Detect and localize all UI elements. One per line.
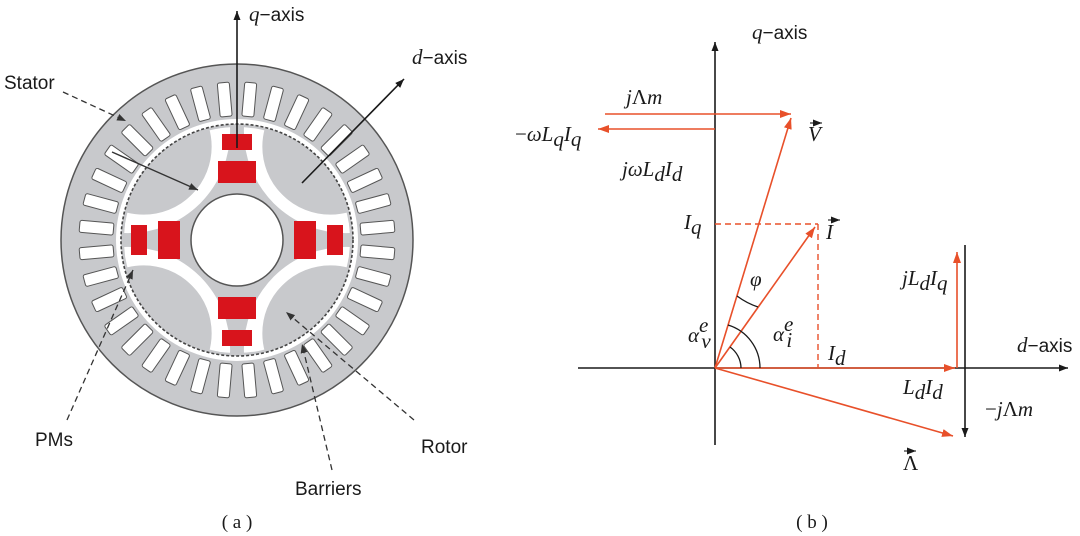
flux-barrier <box>124 246 231 353</box>
phasor-diagram: q−axis d−axis jΛm −ωLqIq jωLdId V <box>515 20 1072 533</box>
stator-slot <box>263 358 284 395</box>
stator-slot <box>141 107 171 142</box>
d-axis-label-b: d−axis <box>1017 333 1072 357</box>
stator-slot <box>359 244 396 261</box>
permanent-magnet <box>158 221 180 259</box>
flux-barriers <box>124 127 350 353</box>
shaft-hole <box>190 193 284 287</box>
stator-slot <box>164 350 190 386</box>
label-v: V <box>808 122 823 146</box>
stator-slot <box>121 124 154 157</box>
label-jlambda-m: jΛm <box>623 85 662 109</box>
q-axis-label-b: q−axis <box>752 20 807 44</box>
label-minus-omega-lq-iq: −ωLqIq <box>515 122 582 151</box>
stator-slot <box>82 266 119 287</box>
stator-slot <box>241 81 258 118</box>
stator-slot <box>284 350 310 386</box>
caption-b: ( b ) <box>796 512 828 533</box>
permanent-magnet <box>327 225 343 255</box>
flux-barrier <box>124 253 224 353</box>
permanent-magnets <box>131 134 343 346</box>
flux-barrier <box>250 127 350 227</box>
label-i: I <box>825 220 834 244</box>
angle-arc-alpha-i <box>729 346 742 369</box>
stator-label: Stator <box>4 73 55 94</box>
label-jld-iq: jLdIq <box>899 266 948 295</box>
permanent-magnet <box>131 225 147 255</box>
label-ld-id: LdId <box>902 375 943 404</box>
flux-barrier <box>124 127 224 227</box>
label-phi: φ <box>750 267 762 291</box>
permanent-magnet <box>222 330 252 346</box>
label-j-omega-ld-id: jωLdId <box>619 157 683 186</box>
pms-leader <box>66 269 134 421</box>
vector-i <box>714 226 816 369</box>
q-axis-label-a: q−axis <box>249 2 304 26</box>
stator-slot <box>320 124 353 157</box>
stator-slot <box>320 323 353 356</box>
stator-slot <box>303 107 333 142</box>
barrier-solid-leader <box>111 151 199 191</box>
stator-slots <box>78 81 396 399</box>
stator-slot <box>347 287 383 313</box>
barriers-label: Barriers <box>295 479 362 500</box>
stator-slot <box>190 358 211 395</box>
label-minus-jlambda-m: −jΛm <box>985 397 1033 421</box>
stator-slot <box>78 244 115 261</box>
stator-slot <box>335 144 370 174</box>
caption-a: ( a ) <box>222 512 253 533</box>
motor-cross-section: q−axis d−axis Stator PMs Barriers Rotor … <box>4 2 468 533</box>
stator-slot <box>121 323 154 356</box>
label-iq: Iq <box>683 210 702 239</box>
barriers-leader <box>300 343 333 471</box>
stator-slot <box>355 193 392 214</box>
angle-arc-alpha-v <box>727 324 761 369</box>
stator-slot <box>82 193 119 214</box>
vector-lambda <box>714 367 954 437</box>
stator-slot <box>216 362 233 399</box>
stator-slot <box>263 85 284 122</box>
flux-barrier <box>124 127 231 234</box>
stator-slot <box>190 85 211 122</box>
stator-slot <box>335 306 370 336</box>
permanent-magnet <box>218 161 256 183</box>
rotor-leader <box>285 311 415 421</box>
stator-slot <box>78 219 115 236</box>
permanent-magnet <box>218 297 256 319</box>
stator-slot <box>303 338 333 373</box>
stator-slot <box>91 287 127 313</box>
d-axis-label-a: d−axis <box>412 45 467 69</box>
flux-barrier <box>250 253 350 353</box>
permanent-magnet <box>294 221 316 259</box>
rotor-label: Rotor <box>421 437 468 458</box>
stator-slot <box>216 81 233 118</box>
flux-barrier <box>243 246 350 353</box>
angle-arc-phi <box>736 295 759 308</box>
stator-slot <box>241 362 258 399</box>
stator-slot <box>347 167 383 193</box>
stator-slot <box>359 219 396 236</box>
stator-slot <box>91 167 127 193</box>
label-id: Id <box>827 341 846 370</box>
stator-slot <box>164 94 190 130</box>
stator-slot <box>355 266 392 287</box>
d-axis-line-a <box>301 78 405 184</box>
flux-barrier <box>243 127 350 234</box>
pms-label: PMs <box>35 430 73 451</box>
stator-leader <box>62 91 127 122</box>
label-lambda: Λ <box>903 451 919 475</box>
stator-slot <box>284 94 310 130</box>
vector-v <box>714 117 792 369</box>
stator-slot <box>104 306 139 336</box>
stator-slot <box>141 338 171 373</box>
